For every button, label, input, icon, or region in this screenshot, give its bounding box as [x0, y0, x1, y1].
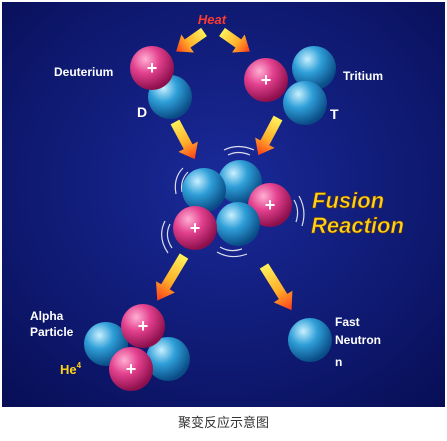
neutron-particle	[292, 46, 336, 90]
fast-neutron	[288, 318, 332, 362]
arrow-heat-to-tritium	[219, 27, 250, 53]
deuterium-label: Deuterium	[54, 65, 113, 79]
proton-particle	[130, 46, 174, 90]
fusion-cluster: + +	[161, 145, 305, 258]
deuterium-nucleus: +	[130, 46, 192, 119]
plus-icon: +	[261, 70, 272, 90]
proton-particle	[121, 304, 165, 348]
tritium-symbol: T	[330, 106, 339, 122]
neutron-particle	[146, 337, 190, 381]
neutron-label-line2: Neutron	[335, 333, 381, 347]
tritium-nucleus: +	[244, 46, 336, 125]
proton-particle	[109, 347, 153, 391]
proton-particle	[173, 206, 217, 250]
plus-icon: +	[147, 58, 158, 78]
neutron-particle	[288, 318, 332, 362]
arrow-fusion-to-alpha	[156, 253, 189, 301]
alpha-particle-nucleus: + +	[84, 304, 190, 391]
figure-caption: 聚变反应示意图	[177, 416, 269, 431]
tritium-label: Tritium	[343, 69, 383, 83]
neutron-particle	[216, 202, 260, 246]
neutron-particle	[182, 168, 226, 212]
arrow-deuterium-to-fusion	[170, 119, 198, 160]
proton-particle	[248, 183, 292, 227]
alpha-label-line2: Particle	[30, 325, 74, 339]
plus-icon: +	[126, 359, 137, 379]
fusion-diagram: Heat +	[2, 2, 445, 407]
fusion-title-line2: Reaction	[311, 213, 404, 238]
plus-icon: +	[138, 316, 149, 336]
neutron-symbol: n	[335, 355, 342, 369]
neutron-particle	[218, 160, 262, 204]
vibration-marks	[161, 145, 305, 258]
neutron-particle	[283, 81, 327, 125]
deuterium-symbol: D	[137, 104, 147, 120]
alpha-label-line1: Alpha	[30, 309, 64, 323]
arrow-heat-to-deuterium	[176, 27, 207, 53]
neutron-label-line1: Fast	[335, 315, 360, 329]
plus-icon: +	[190, 218, 201, 238]
fusion-title-line1: Fusion	[312, 188, 384, 213]
helium-symbol-text: He	[60, 362, 77, 377]
arrow-tritium-to-fusion	[255, 115, 283, 156]
helium-symbol: He4	[60, 361, 82, 377]
plus-icon: +	[265, 195, 276, 215]
diagram-background	[2, 2, 445, 407]
heat-label: Heat	[198, 12, 227, 27]
helium-superscript: 4	[77, 361, 82, 370]
proton-particle	[244, 58, 288, 102]
arrow-fusion-to-neutron	[259, 263, 293, 311]
